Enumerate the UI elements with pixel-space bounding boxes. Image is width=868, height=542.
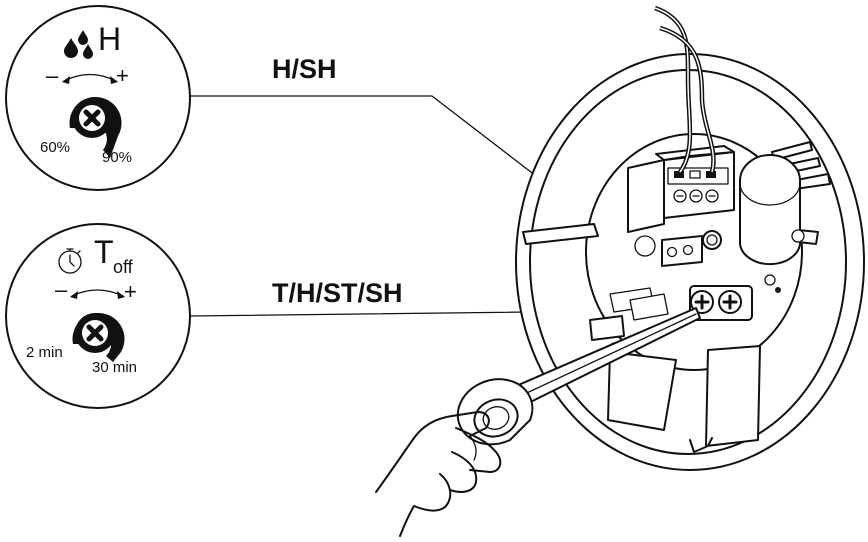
capacitor — [739, 153, 805, 266]
humidity-direction-arrow-icon — [62, 73, 118, 84]
stopwatch-icon — [58, 248, 82, 274]
humidity-min-value: 60% — [40, 139, 70, 156]
humidity-minus-sign: – — [46, 63, 59, 88]
humidity-model-label: H/SH — [272, 54, 337, 84]
timer-minus-sign: – — [55, 277, 68, 302]
timer-adjustment-dial-icon — [72, 312, 125, 362]
timer-direction-arrow-icon — [70, 289, 125, 299]
timer-plus-sign: + — [124, 279, 137, 304]
timer-min-value: 2 min — [26, 344, 63, 361]
humidity-callout: H – + 60% 90% — [5, 5, 191, 191]
timer-symbol-letter: T — [94, 234, 114, 270]
screwdriver-icon — [456, 307, 701, 446]
hand-icon — [375, 411, 502, 537]
humidity-max-value: 90% — [102, 149, 132, 166]
supply-wires — [654, 5, 716, 174]
water-drops-icon — [64, 30, 93, 59]
timer-callout: T off – + 2 min 30 min — [5, 223, 191, 409]
potentiometer-pair — [609, 274, 781, 321]
timer-model-label: T/H/ST/SH — [272, 278, 403, 308]
timer-symbol-subscript: off — [113, 257, 134, 277]
humidity-plus-sign: + — [116, 63, 129, 88]
humidity-symbol-letter: H — [98, 21, 121, 57]
connector-block — [634, 230, 722, 267]
timer-max-value: 30 min — [92, 359, 137, 376]
humidity-adjustment-dial-icon — [69, 96, 122, 158]
